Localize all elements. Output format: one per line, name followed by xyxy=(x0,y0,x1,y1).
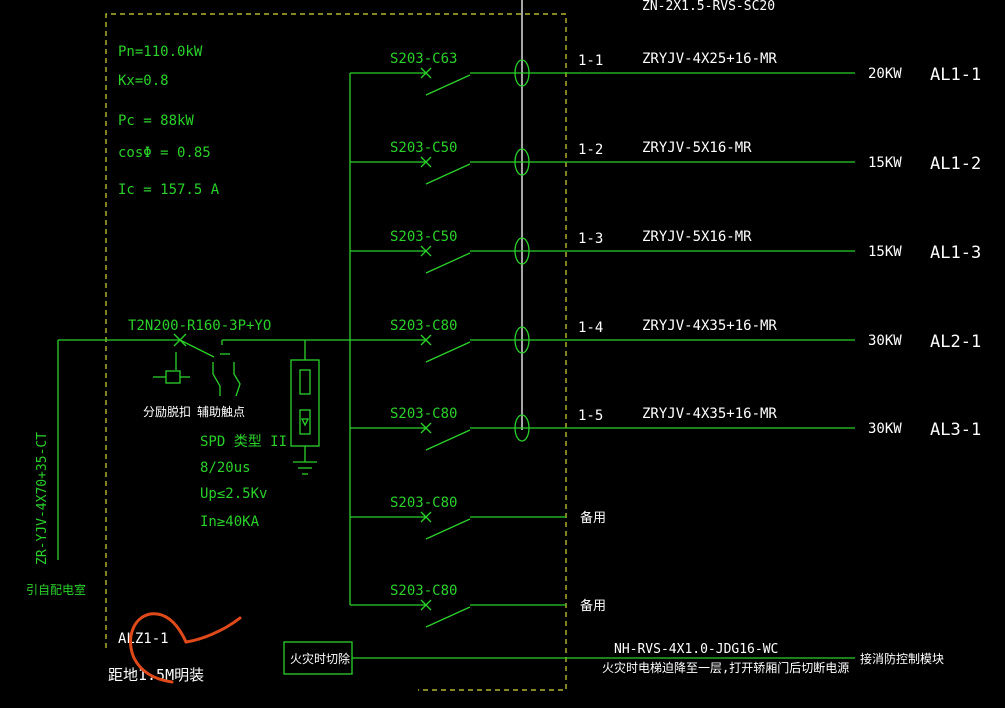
circuit-number: 1-4 xyxy=(578,320,603,336)
breaker-blade xyxy=(425,518,471,540)
param-cos: cosΦ = 0.85 xyxy=(118,145,211,161)
spare-circuits: S203-C80 备用 S203-C80 备用 xyxy=(350,495,606,628)
current-transformer xyxy=(514,237,530,265)
spd-type: SPD 类型 II xyxy=(200,434,287,450)
circuit-row: S203-C63 1-1 ZRYJV-4X25+16-MR 20KW AL1-1 xyxy=(350,51,981,96)
circuit-power: 15KW xyxy=(868,244,902,260)
param-ic: Ic = 157.5 A xyxy=(118,182,220,198)
circuit-cable-label: ZRYJV-5X16-MR xyxy=(642,229,752,245)
circuit-destination: AL2-1 xyxy=(930,332,981,352)
current-transformer xyxy=(514,326,530,354)
current-transformer xyxy=(514,148,530,176)
spare-label: 备用 xyxy=(580,510,606,526)
spd-box xyxy=(290,359,320,447)
circuit-row: S203-C50 1-3 ZRYJV-5X16-MR 15KW AL1-3 xyxy=(350,229,981,274)
circuit-row: S203-C50 1-2 ZRYJV-5X16-MR 15KW AL1-2 xyxy=(350,140,981,185)
circuit-breaker-label: S203-C63 xyxy=(390,51,457,67)
spd-up: Up≤2.5Kv xyxy=(200,486,267,502)
incoming-from-label: 引自配电室 xyxy=(26,582,86,597)
circuit-power: 15KW xyxy=(868,155,902,171)
fire-cable-label: NH-RVS-4X1.0-JDG16-WC xyxy=(614,642,778,657)
circuit-breaker-label: S203-C80 xyxy=(390,318,457,334)
shunt-trip-label: 分励脱扣 xyxy=(143,404,191,419)
spd-fuse xyxy=(299,369,311,395)
circuit-number: 1-2 xyxy=(578,142,603,158)
circuit-breaker-label: S203-C80 xyxy=(390,406,457,422)
spare-row: S203-C80 备用 xyxy=(350,495,606,540)
circuit-number: 1-5 xyxy=(578,408,603,424)
circuit-destination: AL1-2 xyxy=(930,154,981,174)
top-cable-label: ZN-2X1.5-RVS-SC20 xyxy=(642,0,775,14)
spare-row: S203-C80 备用 xyxy=(350,583,606,628)
circuit-power: 20KW xyxy=(868,66,902,82)
circuit-power: 30KW xyxy=(868,421,902,437)
incoming-cable-label: ZR-YJV-4X70+35-CT xyxy=(35,432,50,565)
spare-breaker-label: S203-C80 xyxy=(390,583,457,599)
main-breaker-blade xyxy=(179,339,215,358)
panel-mount: 距地1.5M明装 xyxy=(108,666,204,684)
breaker-blade xyxy=(425,163,471,185)
aux-contact-label: 辅助触点 xyxy=(197,405,245,419)
breaker-blade xyxy=(425,252,471,274)
aux-contact-symbol xyxy=(212,362,221,396)
breaker-blade xyxy=(425,74,471,96)
circuit-cable-label: ZRYJV-4X25+16-MR xyxy=(642,51,777,67)
circuit-cable-label: ZRYJV-4X35+16-MR xyxy=(642,318,777,334)
breaker-blade xyxy=(425,606,471,628)
panel-enclosure xyxy=(105,13,567,691)
circuit-destination: AL1-1 xyxy=(930,65,981,85)
param-pc: Pc = 88kW xyxy=(118,113,194,129)
panel-id: ALZ1-1 xyxy=(118,631,169,647)
spd-arrester xyxy=(299,409,311,435)
breaker-blade xyxy=(425,429,471,451)
fire-cutoff-label: 火灾时切除 xyxy=(290,651,350,666)
circuit-number: 1-1 xyxy=(578,53,603,69)
param-kx: Kx=0.8 xyxy=(118,73,169,89)
param-pn: Pn=110.0kW xyxy=(118,44,203,60)
circuit-cable-label: ZRYJV-5X16-MR xyxy=(642,140,752,156)
spare-label: 备用 xyxy=(580,598,606,614)
circuit-power: 30KW xyxy=(868,333,902,349)
fire-dest-label: 接消防控制模块 xyxy=(860,651,944,666)
fire-note: 火灾时电梯迫降至一层,打开轿厢门后切断电源 xyxy=(602,660,849,675)
main-breaker-label: T2N200-R160-3P+YO xyxy=(128,318,271,334)
current-transformer xyxy=(514,414,530,442)
spd-wave: 8/20us xyxy=(200,460,251,476)
spare-breaker-label: S203-C80 xyxy=(390,495,457,511)
circuit-destination: AL3-1 xyxy=(930,420,981,440)
circuit-cable-label: ZRYJV-4X35+16-MR xyxy=(642,406,777,422)
shunt-trip-symbol xyxy=(165,370,181,384)
circuit-breaker-label: S203-C50 xyxy=(390,229,457,245)
circuit-row: S203-C80 1-4 ZRYJV-4X35+16-MR 30KW AL2-1 xyxy=(350,318,981,363)
circuit-row: S203-C80 1-5 ZRYJV-4X35+16-MR 30KW AL3-1 xyxy=(350,406,981,451)
circuit-breaker-label: S203-C50 xyxy=(390,140,457,156)
red-markup-stroke xyxy=(129,612,242,684)
circuit-destination: AL1-3 xyxy=(930,243,981,263)
breaker-blade xyxy=(425,341,471,363)
circuit-number: 1-3 xyxy=(578,231,603,247)
current-transformer xyxy=(514,59,530,87)
spd-in: In≥40KA xyxy=(200,514,260,530)
